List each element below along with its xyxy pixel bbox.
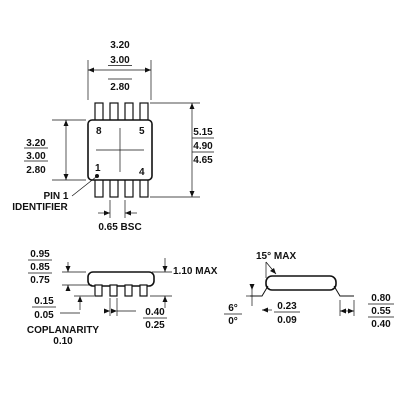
right-dim-min: 4.65 [193, 155, 213, 166]
side-left-min: 0.75 [30, 275, 50, 286]
top-lead-8 [94, 102, 104, 122]
top-view: 3.20 3.00 2.80 8 5 1 4 3.20 3.00 2. [12, 40, 214, 233]
left-height-max: 3.20 [26, 138, 46, 149]
coplanarity-value: 0.10 [53, 336, 73, 347]
side-lead-3 [124, 284, 133, 297]
coplanarity-label: COPLANARITY [27, 325, 100, 336]
left-height-nom: 3.00 [26, 151, 46, 162]
bottom-lead-4 [139, 178, 149, 198]
angle-range-min: 0° [228, 316, 238, 327]
foot-max: 0.80 [371, 293, 391, 304]
bottom-lead-2 [109, 178, 119, 198]
top-lead-5 [139, 102, 149, 122]
top-width-nom: 3.00 [110, 55, 130, 66]
pitch-label: 0.65 BSC [98, 222, 141, 233]
top-width-max: 3.20 [110, 40, 130, 51]
right-dim-nom: 4.90 [193, 141, 213, 152]
foot-min: 0.40 [371, 319, 391, 330]
max-height-label: 1.10 MAX [173, 266, 218, 277]
left-height-min: 2.80 [26, 165, 46, 176]
pin-label-5: 5 [139, 126, 145, 137]
angle-range-max: 6° [228, 303, 238, 314]
thickness-max: 0.23 [277, 301, 297, 312]
side-left-nom: 0.85 [30, 262, 50, 273]
package-body-end [265, 275, 337, 291]
side-lead-2 [109, 284, 118, 297]
top-lead-6 [124, 102, 134, 122]
pin1-identifier-line2: IDENTIFIER [12, 202, 68, 213]
lead-width-max: 0.40 [145, 307, 165, 318]
side-lead-1 [94, 284, 103, 297]
end-view: 15° MAX 6° 0° 0.23 0.09 0.80 0.55 0.40 [224, 251, 394, 330]
bottom-lead-1 [94, 178, 104, 198]
side-left-max: 0.95 [30, 249, 50, 260]
top-width-min: 2.80 [110, 82, 130, 93]
pin-label-4: 4 [139, 167, 145, 178]
package-body-side [87, 271, 155, 287]
standoff-min: 0.05 [34, 310, 54, 321]
top-lead-7 [109, 102, 119, 122]
end-lead-right [333, 285, 354, 297]
foot-nom: 0.55 [371, 306, 391, 317]
pin-label-1: 1 [95, 163, 101, 174]
lead-width-min: 0.25 [145, 320, 165, 331]
pin1-identifier-line1: PIN 1 [43, 191, 68, 202]
thickness-min: 0.09 [277, 315, 297, 326]
standoff-max: 0.15 [34, 296, 54, 307]
angle-max-label: 15° MAX [256, 251, 296, 262]
bottom-lead-3 [124, 178, 134, 198]
right-dim-max: 5.15 [193, 127, 213, 138]
pin-label-8: 8 [96, 126, 102, 137]
side-lead-4 [139, 284, 148, 297]
side-view: 1.10 MAX 0.95 0.85 0.75 0.15 0.05 0.40 0… [27, 249, 218, 347]
